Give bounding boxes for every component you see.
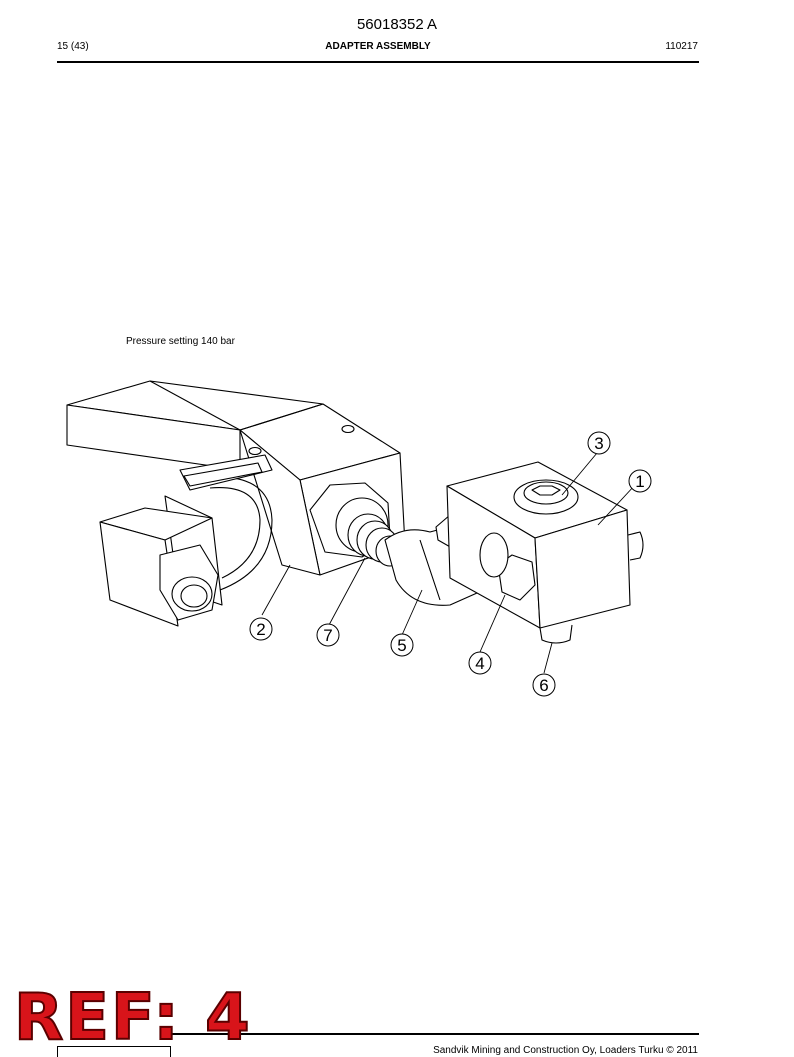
callout-2: 2	[249, 617, 273, 641]
coil-connector	[99, 454, 273, 627]
svg-text:2: 2	[256, 620, 265, 639]
revision-code: 110217	[665, 41, 698, 52]
callout-7: 7	[316, 623, 340, 647]
callout-5: 5	[390, 633, 414, 657]
page-count: 15 (43)	[57, 41, 89, 52]
svg-text:7: 7	[323, 626, 332, 645]
plug	[479, 532, 536, 601]
document-number: 56018352 A	[356, 16, 438, 33]
callout-1: 1	[628, 469, 652, 493]
svg-text:5: 5	[397, 636, 406, 655]
callout-6: 6	[532, 673, 556, 697]
valve-block	[446, 461, 644, 644]
callout-3: 3	[587, 431, 611, 455]
svg-text:1: 1	[635, 472, 644, 491]
svg-text:4: 4	[475, 654, 484, 673]
company-logo-box	[57, 1046, 171, 1057]
page-title: ADAPTER ASSEMBLY	[325, 41, 431, 52]
leader-lines	[261, 452, 636, 674]
svg-text:6: 6	[539, 676, 548, 695]
footer-company: Sandvik Mining and Construction Oy, Load…	[433, 1045, 698, 1056]
svg-text:3: 3	[594, 434, 603, 453]
ref-stamp: REF: 4	[13, 981, 252, 1055]
adapter-assembly-drawing: 1 2 3 4 5 6 7	[66, 380, 652, 697]
pressure-note: Pressure setting 140 bar	[126, 336, 235, 347]
footer-rule	[170, 1033, 699, 1035]
callout-4: 4	[468, 651, 492, 675]
header-rule	[57, 61, 699, 63]
